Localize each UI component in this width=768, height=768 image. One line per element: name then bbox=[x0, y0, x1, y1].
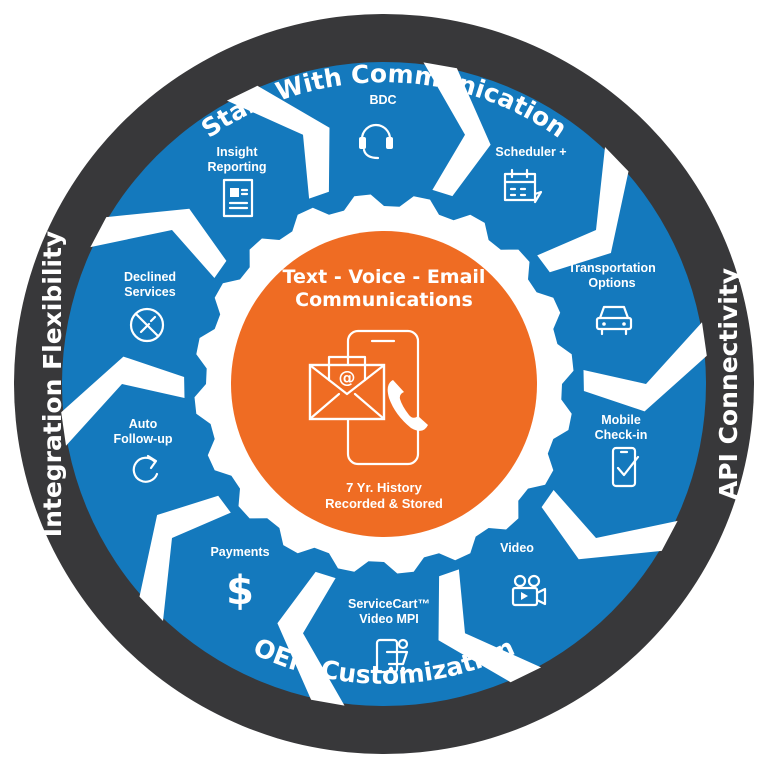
segment-label: Transportation bbox=[568, 261, 656, 275]
segment-divider bbox=[423, 62, 491, 197]
service-cart-icon bbox=[375, 638, 409, 674]
report-icon bbox=[222, 178, 254, 218]
segment-divider bbox=[139, 495, 231, 621]
segment-label: Payments bbox=[210, 545, 269, 559]
segment-label: Check-in bbox=[595, 428, 648, 442]
segment-label: Services bbox=[124, 285, 175, 299]
center-sub-line2: Recorded & Stored bbox=[325, 496, 443, 511]
segment-label: Follow-up bbox=[113, 432, 172, 446]
segment-label: BDC bbox=[369, 93, 396, 107]
segment-label: Options bbox=[588, 276, 635, 290]
ring-label-left: Integration Flexibility bbox=[38, 231, 67, 537]
center-sub-line1: 7 Yr. History bbox=[346, 480, 422, 495]
segment-divider bbox=[277, 571, 345, 706]
segment-divider bbox=[537, 147, 629, 273]
segment-label: Video MPI bbox=[359, 612, 419, 626]
segment-label: Mobile bbox=[601, 413, 641, 427]
segment-labels: BDC Scheduler + TransportationOptionsMobil… bbox=[113, 93, 655, 626]
segment-label: Reporting bbox=[207, 160, 266, 174]
calendar-icon bbox=[503, 168, 543, 204]
segment-divider bbox=[583, 322, 707, 412]
center-title-line2: Communications bbox=[295, 289, 473, 311]
segment-divider bbox=[226, 85, 330, 199]
svg-text:$: $ bbox=[226, 568, 254, 614]
no-tools-icon bbox=[129, 307, 165, 343]
video-camera-icon bbox=[511, 574, 547, 607]
dollar-icon: $ bbox=[226, 568, 254, 614]
segment-label: ServiceCart™ bbox=[348, 597, 430, 611]
center-title-line1: Text - Voice - Email bbox=[283, 266, 486, 288]
segment-divider bbox=[90, 208, 227, 278]
segment-label: Auto bbox=[129, 417, 158, 431]
email-phone-icon: @ bbox=[308, 329, 428, 466]
ring-label-right: API Connectivity bbox=[714, 268, 743, 500]
phone-check-icon bbox=[611, 446, 640, 488]
headset-icon bbox=[359, 123, 393, 160]
svg-text:@: @ bbox=[339, 368, 356, 388]
segment-icons: $ bbox=[129, 123, 640, 674]
segment-label: Scheduler + bbox=[495, 145, 566, 159]
arrow-segments bbox=[61, 62, 707, 706]
segment-divider bbox=[541, 490, 678, 560]
refresh-icon bbox=[132, 454, 159, 483]
segment-label: Video bbox=[500, 541, 534, 555]
segment-divider bbox=[61, 356, 185, 446]
segment-label: Insight bbox=[217, 145, 259, 159]
segment-divider bbox=[438, 569, 542, 683]
car-icon bbox=[595, 305, 633, 336]
segment-label: Declined bbox=[124, 270, 176, 284]
